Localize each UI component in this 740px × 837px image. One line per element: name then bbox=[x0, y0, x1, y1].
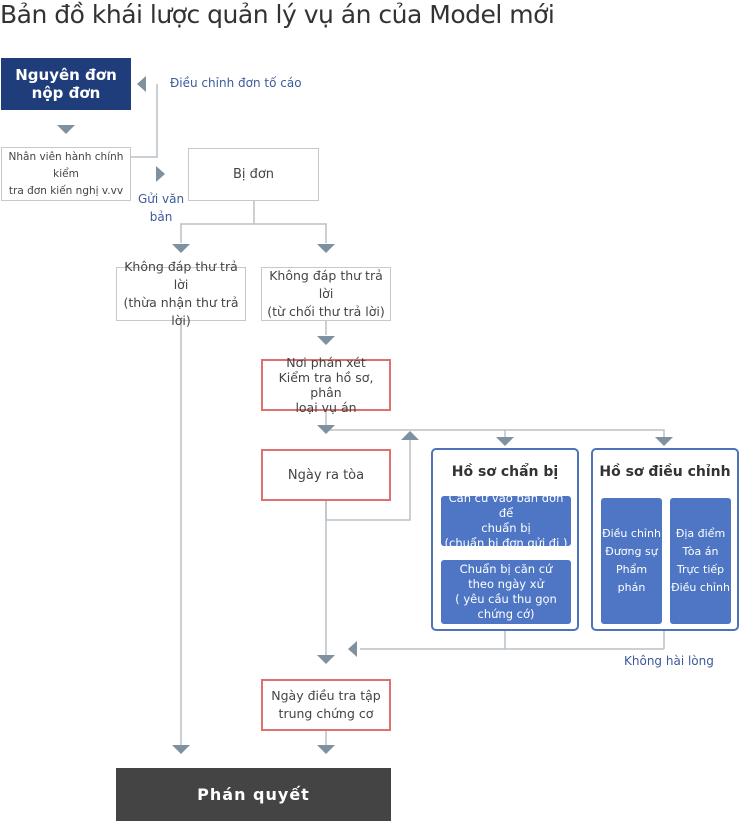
no-reply-admit-node: Không đáp thư trả lời (thừa nhận thư trả… bbox=[116, 259, 246, 328]
prep-item-1: Căn cứ vào bản đơn để chuẩn bị (chuẩn bị… bbox=[441, 491, 571, 550]
adjust-complaint-label: Điều chỉnh đơn tố cáo bbox=[170, 76, 302, 90]
adjust-panel: Hồ sơ điều chỉnh Điều chỉnh Đương sự Phẩ… bbox=[591, 448, 739, 631]
adjust-panel-title: Hồ sơ điều chỉnh bbox=[599, 464, 731, 480]
prep-item-2: Chuẩn bị căn cứ theo ngày xử ( yêu cầu t… bbox=[441, 560, 571, 624]
adjust-item-1: Điều chỉnh Đương sự Phẩm phán bbox=[601, 498, 662, 624]
prep-item-1-label: Căn cứ vào bản đơn để chuẩn bị (chuẩn bị… bbox=[444, 491, 568, 550]
send-document-label: Gửi văn bản bbox=[138, 192, 185, 224]
page-title: Bản đồ khái lược quản lý vụ án của Model… bbox=[0, 0, 555, 29]
no-reply-admit-label: Không đáp thư trả lời (thừa nhận thư trả… bbox=[123, 259, 239, 328]
no-reply-deny-node: Không đáp thư trả lời (từ chối thư trả l… bbox=[261, 267, 391, 321]
clerk-label: Nhân viên hành chính kiểm tra đơn kiến n… bbox=[8, 150, 124, 197]
adjust-item-1-label: Điều chỉnh Đương sự Phẩm phán bbox=[602, 527, 661, 594]
adjust-item-2-label: Địa điểm Tòa án Trực tiếp Điều chỉnh bbox=[671, 527, 730, 594]
not-satisfied-label: Không hài lòng bbox=[624, 654, 714, 668]
defendant-label: Bị đơn bbox=[232, 167, 275, 182]
no-reply-deny-label: Không đáp thư trả lời (từ chối thư trả l… bbox=[267, 268, 385, 319]
prep-panel-title: Hồ sơ chẩn bị bbox=[451, 464, 559, 480]
clerk-node: Nhân viên hành chính kiểm tra đơn kiến n… bbox=[1, 147, 131, 201]
prep-panel: Hồ sơ chẩn bị Căn cứ vào bản đơn để chuẩ… bbox=[431, 448, 579, 631]
investigation-day-node: Ngày điều tra tập trung chứng cơ bbox=[261, 679, 391, 731]
verdict-label: Phán quyết bbox=[197, 785, 310, 804]
judge-node: Nơi phán xét Kiểm tra hồ sơ, phân loại v… bbox=[261, 355, 391, 415]
verdict-node: Phán quyết bbox=[116, 768, 391, 821]
court-day-node: Ngày ra tòa bbox=[261, 449, 391, 501]
judge-label: Nơi phán xét Kiểm tra hồ sơ, phân loại v… bbox=[278, 355, 374, 415]
prep-item-2-label: Chuẩn bị căn cứ theo ngày xử ( yêu cầu t… bbox=[455, 562, 557, 621]
court-day-label: Ngày ra tòa bbox=[287, 467, 365, 483]
plaintiff-label: Nguyên đơn nộp đơn bbox=[15, 66, 117, 102]
investigation-day-label: Ngày điều tra tập trung chứng cơ bbox=[271, 688, 381, 721]
defendant-node: Bị đơn bbox=[188, 148, 319, 201]
adjust-item-2: Địa điểm Tòa án Trực tiếp Điều chỉnh bbox=[670, 498, 731, 624]
plaintiff-node: Nguyên đơn nộp đơn bbox=[1, 58, 131, 110]
